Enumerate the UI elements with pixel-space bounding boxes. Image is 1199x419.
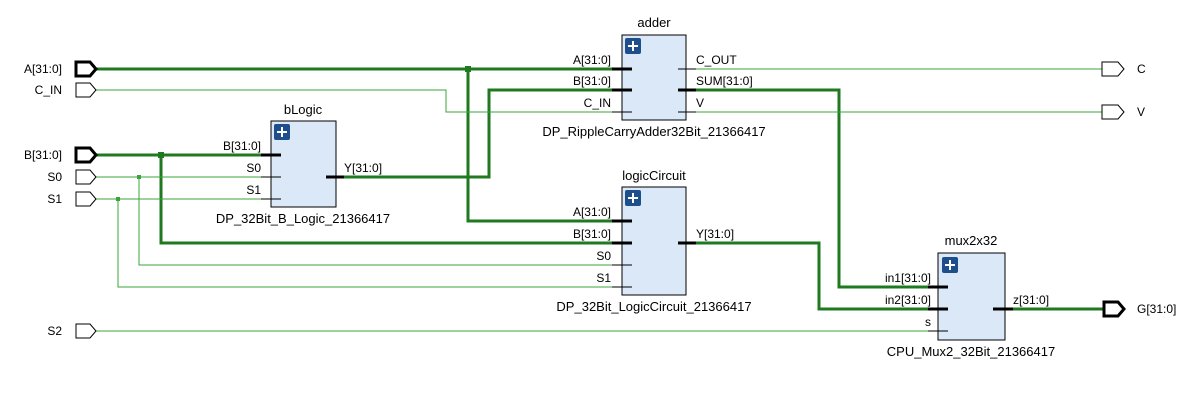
mux-instance-name: mux2x32 [945, 233, 998, 248]
wire-a-to-logic [466, 69, 632, 223]
wire-logic-y-to-mux-in2 [678, 241, 938, 311]
blogic-port-y-label: Y[31:0] [344, 161, 382, 175]
expand-icon[interactable] [274, 124, 290, 140]
input-port-a[interactable]: A[31:0] [24, 60, 98, 78]
port-arrow-icon [75, 82, 97, 98]
port-arrow-icon [74, 60, 98, 78]
port-arrow-icon [74, 146, 98, 164]
logiccircuit-module-name: DP_32Bit_LogicCircuit_21366417 [556, 299, 751, 314]
adder-module-name: DP_RippleCarryAdder32Bit_21366417 [542, 124, 765, 139]
expand-icon[interactable] [942, 257, 958, 273]
logiccircuit-port-s0-label: S0 [596, 249, 611, 263]
input-port-s2[interactable]: S2 [47, 323, 97, 339]
expand-icon[interactable] [625, 38, 641, 54]
block-blogic[interactable]: bLogic B[31:0] S0 S1 Y[31:0] DP_32Bit_B_… [216, 102, 390, 226]
input-b-label: B[31:0] [24, 148, 62, 162]
adder-port-sum-label: SUM[31:0] [696, 74, 753, 88]
mux-port-in1-label: in1[31:0] [885, 271, 931, 285]
mux-port-in2-label: in2[31:0] [885, 293, 931, 307]
blogic-module-name: DP_32Bit_B_Logic_21366417 [216, 211, 390, 226]
logiccircuit-port-a-label: A[31:0] [573, 205, 611, 219]
blogic-port-b-label: B[31:0] [223, 139, 261, 153]
junction-s0 [137, 175, 141, 179]
adder-instance-name: adder [637, 15, 671, 30]
adder-port-cin-label: C_IN [584, 96, 611, 110]
port-arrow-icon [1101, 61, 1125, 77]
junction-s1 [116, 197, 120, 201]
logiccircuit-port-y-label: Y[31:0] [696, 227, 734, 241]
block-mux[interactable]: mux2x32 in1[31:0] in2[31:0] s z[31:0] CP… [885, 233, 1055, 359]
input-s1-label: S1 [47, 192, 62, 206]
input-s0-label: S0 [47, 170, 62, 184]
output-v-label: V [1137, 105, 1145, 119]
adder-port-cout-label: C_OUT [696, 53, 737, 67]
mux-port-z-label: z[31:0] [1013, 293, 1049, 307]
block-adder[interactable]: adder A[31:0] B[31:0] C_IN C_OUT SUM[31:… [542, 15, 765, 139]
input-s2-label: S2 [47, 324, 62, 338]
input-port-s1[interactable]: S1 [47, 191, 97, 207]
adder-port-b-label: B[31:0] [573, 74, 611, 88]
output-port-g[interactable]: G[31:0] [1102, 300, 1176, 318]
logiccircuit-port-s1-label: S1 [596, 271, 611, 285]
input-ports: A[31:0] C_IN B[31:0] S0 S1 S2 [24, 60, 98, 339]
blogic-port-s0-label: S0 [246, 161, 261, 175]
adder-port-v-label: V [696, 96, 704, 110]
input-port-cin[interactable]: C_IN [35, 82, 97, 98]
wire-sum-to-mux-in1 [678, 88, 938, 289]
blogic-instance-name: bLogic [284, 102, 323, 117]
logiccircuit-port-b-label: B[31:0] [573, 227, 611, 241]
wire-s0-to-logic [138, 177, 632, 266]
output-g-label: G[31:0] [1137, 302, 1176, 316]
logiccircuit-instance-name: logicCircuit [622, 168, 686, 183]
mux-port-s-label: s [925, 315, 931, 329]
port-arrow-icon [75, 323, 97, 339]
port-arrow-icon [1101, 104, 1125, 120]
junction-a [465, 66, 471, 72]
input-cin-label: C_IN [35, 83, 62, 97]
output-port-c[interactable]: C [1101, 61, 1146, 77]
wire-s1-to-logic [117, 199, 632, 288]
adder-port-a-label: A[31:0] [573, 53, 611, 67]
expand-icon[interactable] [625, 190, 641, 206]
mux-module-name: CPU_Mux2_32Bit_21366417 [887, 344, 1055, 359]
wire-blogic-y-to-adder-b [326, 88, 632, 179]
input-port-s0[interactable]: S0 [47, 169, 97, 185]
block-logiccircuit[interactable]: logicCircuit A[31:0] B[31:0] S0 S1 Y[31:… [556, 168, 751, 314]
port-arrow-icon [75, 169, 97, 185]
wires [96, 66, 1104, 332]
wire-b-to-logic [159, 155, 632, 245]
output-c-label: C [1137, 62, 1146, 76]
output-port-v[interactable]: V [1101, 104, 1145, 120]
output-ports: C V G[31:0] [1101, 61, 1176, 318]
port-arrow-icon [1102, 300, 1126, 318]
input-a-label: A[31:0] [24, 62, 62, 76]
input-port-b[interactable]: B[31:0] [24, 146, 98, 164]
blogic-port-s1-label: S1 [246, 183, 261, 197]
port-arrow-icon [75, 191, 97, 207]
wire-cin [96, 89, 632, 113]
junction-b [158, 152, 164, 158]
